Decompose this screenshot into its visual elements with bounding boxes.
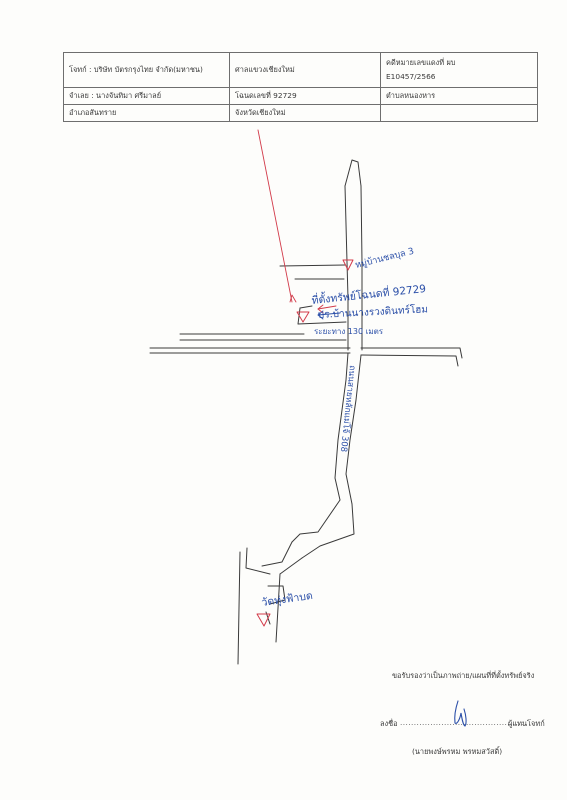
case-info-table: โจทก์ : บริษัท บัตรกรุงไทย จำกัด(มหาชน) …: [63, 52, 538, 122]
province-cell: จังหวัดเชียงใหม่: [229, 104, 381, 122]
annotation-marks: [256, 129, 354, 627]
empty-cell: [380, 104, 538, 122]
signature-line: ........................................…: [400, 718, 524, 727]
temple-label: วัดทุ่งฟ้าบด: [261, 590, 314, 609]
certification-text: ขอรับรองว่าเป็นภาพถ่าย/แผนที่ที่ตั้งทรัพ…: [392, 671, 535, 680]
table-row: อำเภอสันทราย จังหวัดเชียงใหม่: [63, 104, 538, 122]
property-label: ที่ตั้งทรัพย์โฉนดที่ 92729: [311, 281, 427, 307]
case-number: E10457/2566: [386, 72, 436, 81]
village-label: หมู่บ้านชลบุล 3: [354, 246, 415, 271]
distance-label: ระยะทาง 130 เมตร: [314, 327, 384, 336]
signature-prefix: ลงชื่อ: [380, 719, 398, 728]
branch-road-label: บร.บ้านนางรวงดินทร์โฮม: [317, 302, 428, 321]
road-lines: [149, 159, 463, 665]
signature-mark: [454, 700, 467, 727]
case-label: คดีหมายเลขแดงที่ ผบ: [386, 58, 456, 67]
signer-name: (นายพงษ์พรหม พรหมสวัสดิ์): [412, 747, 503, 756]
signature-role: ผู้แทนโจทก์: [508, 719, 545, 728]
